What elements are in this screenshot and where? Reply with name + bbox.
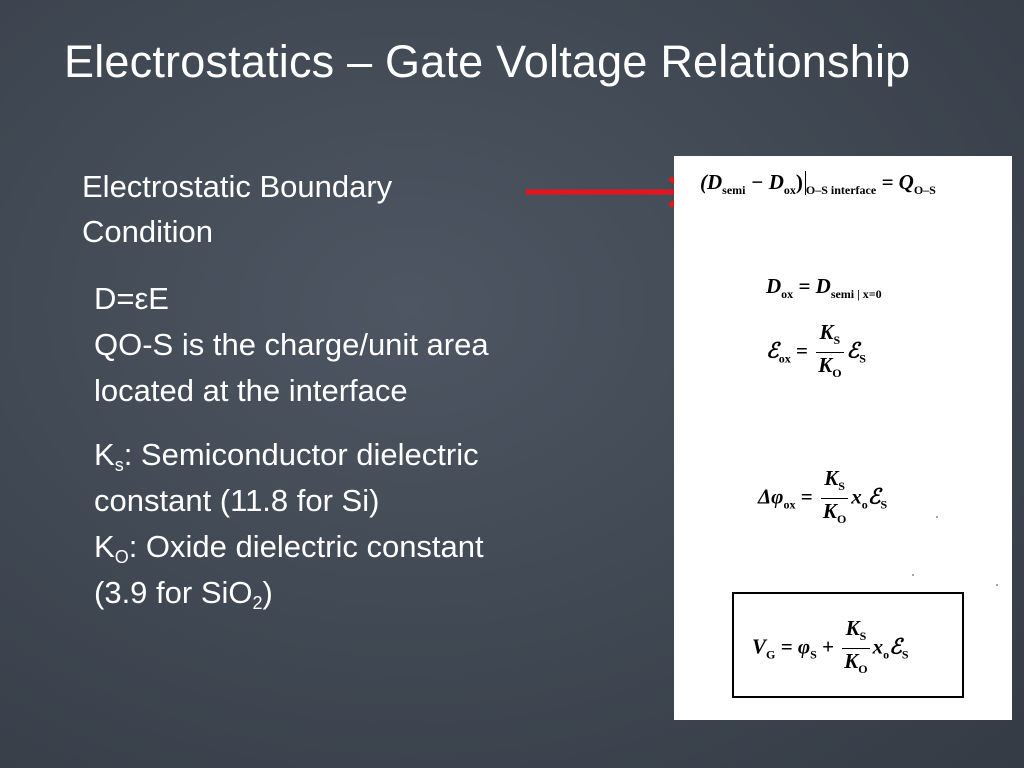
- eq1-evaluation-bar: [804, 171, 806, 195]
- eq5-num-sub: S: [859, 629, 867, 643]
- eq3-num-sub: S: [833, 333, 841, 347]
- eq1-minus-d: − D: [745, 170, 784, 194]
- eq3-num: K: [819, 320, 834, 344]
- eq3-field: ℰ: [846, 338, 860, 363]
- eq5-x: x: [872, 634, 884, 659]
- eq5-field-sub: S: [901, 647, 909, 662]
- slide-title: Electrostatics – Gate Voltage Relationsh…: [64, 36, 911, 87]
- eq3-field-sub: S: [859, 351, 866, 366]
- ko-subscript: O: [114, 547, 129, 567]
- eq4-num-sub: S: [838, 479, 845, 493]
- qos-description: QO-S is the charge/unit area located at …: [94, 327, 489, 408]
- eq1-sub-semi: semi: [722, 183, 746, 197]
- ko-definition: KO: Oxide dielectric constant (3.9 for S…: [94, 524, 494, 616]
- eq4-sub-ox: ox: [783, 497, 796, 512]
- scan-speck: [912, 574, 914, 576]
- eq5-sub-g: G: [766, 647, 776, 662]
- eq4-den: K: [822, 499, 837, 523]
- eq4-field: ℰ: [867, 484, 881, 509]
- eq5-field: ℰ: [889, 634, 902, 659]
- eq3-sub-ox: ox: [778, 351, 791, 366]
- eq4-num: K: [824, 466, 839, 490]
- eq5-den-sub: O: [858, 662, 868, 676]
- eq4-den-sub: O: [836, 512, 847, 526]
- eq3-den-sub: O: [832, 366, 842, 380]
- eq4-field-sub: S: [880, 497, 888, 512]
- ks-symbol: K: [94, 437, 115, 472]
- eq4-x: x: [851, 484, 862, 509]
- eq2-sub-ox: ox: [781, 287, 794, 301]
- eq2-mid: = D: [793, 274, 831, 298]
- red-arrow-icon: [526, 176, 693, 208]
- eq1-sub-os: O–S: [913, 183, 936, 197]
- eq1-sub-interface: O–S interface: [805, 183, 877, 197]
- displacement-equation: D=εE: [94, 281, 169, 316]
- boundary-equation: (Dsemi − Dox)O–S interface = QO–S: [700, 170, 936, 198]
- eq5-plus: +: [816, 634, 840, 659]
- spacer: [94, 414, 494, 432]
- eq5-num: K: [845, 616, 860, 640]
- eq2-lhs: D: [766, 274, 782, 298]
- eq3-lhs: ℰ: [766, 338, 779, 363]
- boundary-condition-heading: Electrostatic Boundary Condition: [82, 169, 393, 249]
- eq3-den: K: [818, 353, 833, 377]
- eq3-equals: =: [790, 338, 814, 363]
- eq5-phi-sub: S: [810, 647, 817, 662]
- eq4-x-sub: o: [861, 497, 868, 512]
- eq2-sub-semi-x0: semi | x=0: [830, 287, 882, 301]
- ko-symbol: K: [94, 529, 115, 564]
- ks-definition: Ks: Semiconductor dielectric constant (1…: [94, 432, 494, 524]
- eq4-equals: =: [795, 484, 818, 509]
- scan-speck: [996, 584, 998, 586]
- ks-subscript: s: [114, 455, 124, 475]
- left-text-block: D=εE QO-S is the charge/unit area locate…: [94, 276, 494, 616]
- eq5-den: K: [844, 649, 859, 673]
- sio2-subscript: 2: [252, 593, 263, 613]
- gate-voltage-box: [732, 592, 964, 698]
- scan-speck: [936, 516, 938, 518]
- eq5-x-sub: o: [883, 647, 890, 662]
- eq1-open: (D: [700, 170, 723, 194]
- equations-panel: (Dsemi − Dox)O–S interface = QO–S Dox = …: [674, 156, 1012, 720]
- eq1-rhs: = Q: [876, 170, 914, 194]
- eq5-phi: = φ: [775, 634, 811, 659]
- ko-description-close: ): [262, 575, 273, 610]
- eq1-sub-ox: ox: [783, 183, 796, 197]
- ks-description: : Semiconductor dielectric constant (11.…: [94, 437, 479, 518]
- eq4-lhs: Δφ: [758, 484, 784, 509]
- eq5-lhs: V: [752, 634, 767, 659]
- eq1-close: ): [795, 170, 803, 194]
- displacement-continuity-equation: Dox = Dsemi | x=0: [766, 274, 882, 302]
- ko-description: : Oxide dielectric constant (3.9 for SiO: [94, 529, 484, 610]
